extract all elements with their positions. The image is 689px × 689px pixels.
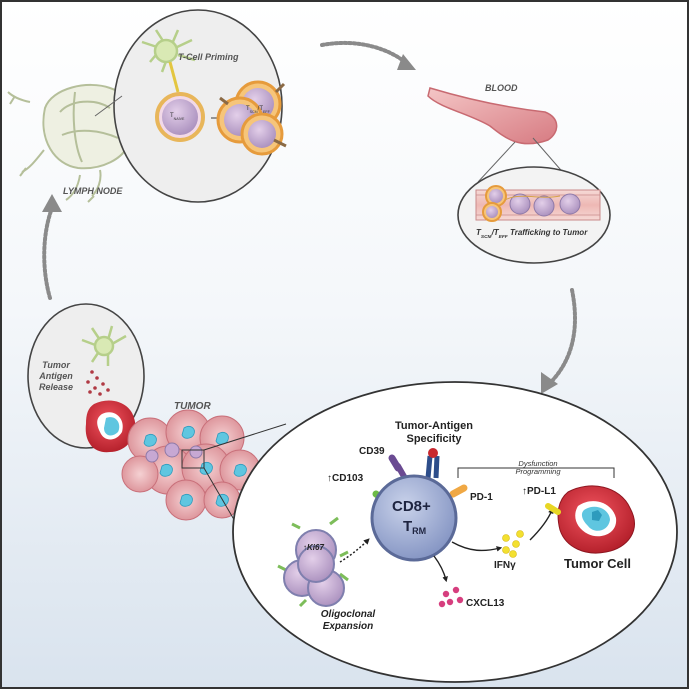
pdl1-text: PD-L1 — [527, 486, 556, 497]
dysfunction-programming-label: Dysfunction Programming — [515, 459, 561, 476]
trafficking-text: Trafficking to Tumor — [507, 228, 588, 237]
cxcl13-arrow — [433, 555, 448, 583]
tscm-sub: SCM — [249, 110, 258, 114]
antigen-particles — [86, 370, 110, 396]
dying-tumor-cell-icon — [85, 400, 136, 453]
lymph-node-label: LYMPH NODE — [63, 186, 123, 196]
oligoclonal-cells-icon — [277, 516, 349, 608]
trafficking-label: TSCM/TEFF Trafficking to Tumor — [476, 228, 588, 240]
arrow-to-blood — [320, 40, 407, 64]
zoom-line-top — [203, 423, 287, 451]
teff-sub: EFF — [263, 110, 270, 114]
pdl1-ligand — [545, 503, 561, 515]
cycle-arrows — [42, 40, 577, 387]
expansion-arrow — [339, 538, 370, 563]
ki67-label: ↑Ki67 — [303, 543, 324, 552]
t-cell-priming-label: T-Cell Priming — [178, 52, 239, 62]
cxcl13-label: CXCL13 — [466, 598, 505, 609]
vessel-with-cells-icon — [475, 185, 601, 222]
cd103-up-arrow: ↑ — [327, 473, 332, 484]
cxcl13-particles — [438, 586, 464, 608]
blood-vessel-illustration — [427, 87, 558, 145]
oligoclonal-expansion-label: Oligoclonal Expansion — [320, 609, 376, 632]
cd8-trm-cell — [370, 474, 458, 562]
cd103-text: CD103 — [332, 473, 364, 484]
naive-t-cell-icon — [155, 92, 205, 142]
arrow-to-lymph-node — [42, 206, 54, 300]
ifng-particles — [502, 530, 524, 558]
trafficking-sub-scm: SCM — [480, 235, 492, 240]
blood-pointer — [477, 141, 516, 183]
priming-pointer — [94, 95, 123, 117]
tumor-label: TUMOR — [174, 401, 211, 412]
zoom-box — [181, 449, 205, 469]
dendritic-cell-icon — [141, 29, 196, 73]
cycle-arrowheads — [42, 54, 558, 394]
activated-t-cells-icon — [216, 80, 287, 156]
pd1-label: PD-1 — [470, 492, 493, 503]
tumor-antigen-specificity-label: Tumor-Antigen Specificity — [394, 420, 473, 445]
ki67-text: Ki67 — [307, 543, 324, 552]
t-naive-label: TNAIVE — [170, 113, 185, 121]
pdl1-up-arrow: ↑ — [522, 486, 527, 497]
ifng-arrow — [451, 541, 503, 552]
cd103-label: ↑CD103 — [327, 473, 363, 484]
cd8-label: CD8+ — [392, 498, 431, 515]
tcr-stalk — [168, 61, 180, 93]
tumor-cell-label: Tumor Cell — [564, 556, 631, 571]
trm-label: TRM — [403, 518, 427, 536]
tumor-cell-icon — [557, 485, 635, 554]
pdl1-label: ↑PD-L1 — [522, 486, 556, 497]
blood-label: BLOOD — [485, 83, 518, 93]
cd39-label: CD39 — [359, 446, 385, 457]
dysfunction-bracket — [457, 467, 615, 478]
arrow-to-tumor — [546, 288, 577, 387]
tumor-antigen-release-label: Tumor Antigen Release — [38, 360, 74, 392]
t-naive-sub: NAIVE — [173, 117, 185, 121]
ki67-up-arrow: ↑ — [303, 543, 307, 552]
dendritic-cell-small-icon — [81, 325, 127, 366]
tscm-teff-label: TSCM/TEFF — [246, 106, 270, 114]
trafficking-sub-eff: EFF — [498, 235, 508, 240]
ifng-label: IFNγ — [494, 560, 516, 571]
tumor-mass-illustration — [121, 409, 261, 521]
pdl1-arrow — [529, 507, 554, 541]
trm-sub: RM — [412, 526, 427, 536]
